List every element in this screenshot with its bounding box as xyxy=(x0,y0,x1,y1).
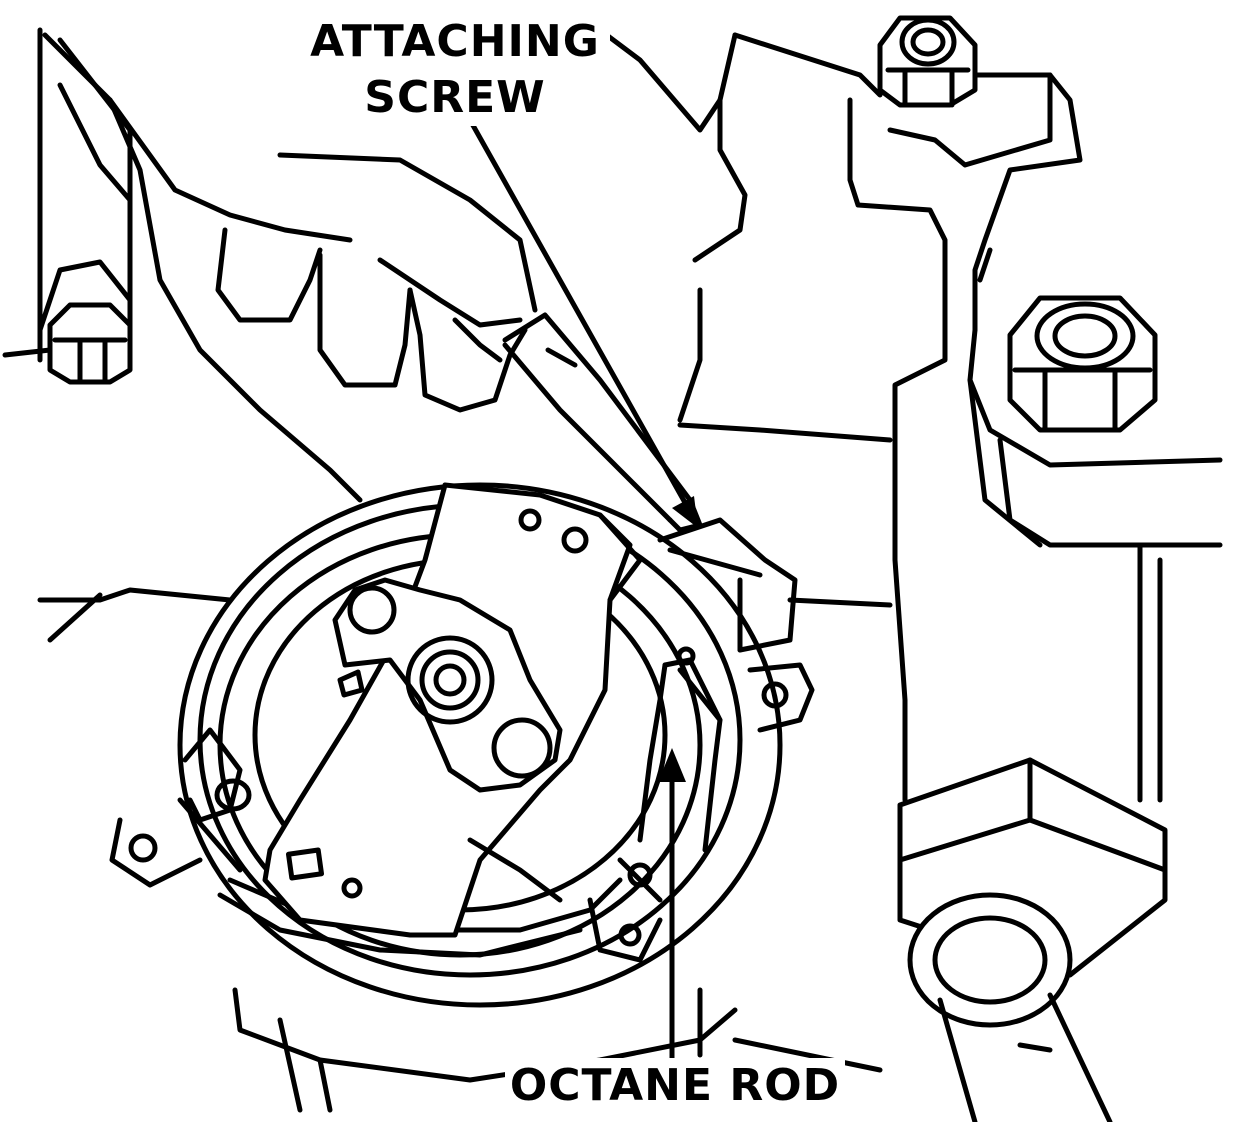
octane-rod-callout: OCTANE ROD xyxy=(505,1058,845,1114)
octane-rod-label: OCTANE ROD xyxy=(509,1060,841,1111)
hand xyxy=(42,27,723,503)
leader-attaching-screw xyxy=(467,117,698,528)
left-nut xyxy=(2,27,133,385)
right-nut xyxy=(1007,295,1158,433)
octane-rod-part xyxy=(637,646,723,853)
rotor xyxy=(262,482,643,938)
attaching-screw-label-line1: ATTACHING xyxy=(310,16,600,67)
attaching-screw-label-line2: SCREW xyxy=(364,72,546,123)
pipe-fitting xyxy=(897,757,1168,1122)
top-nut xyxy=(877,15,978,108)
engine-housing xyxy=(677,32,1223,803)
attaching-screw-callout: ATTACHING SCREW xyxy=(300,14,610,126)
leader-octane-rod xyxy=(658,748,686,1063)
